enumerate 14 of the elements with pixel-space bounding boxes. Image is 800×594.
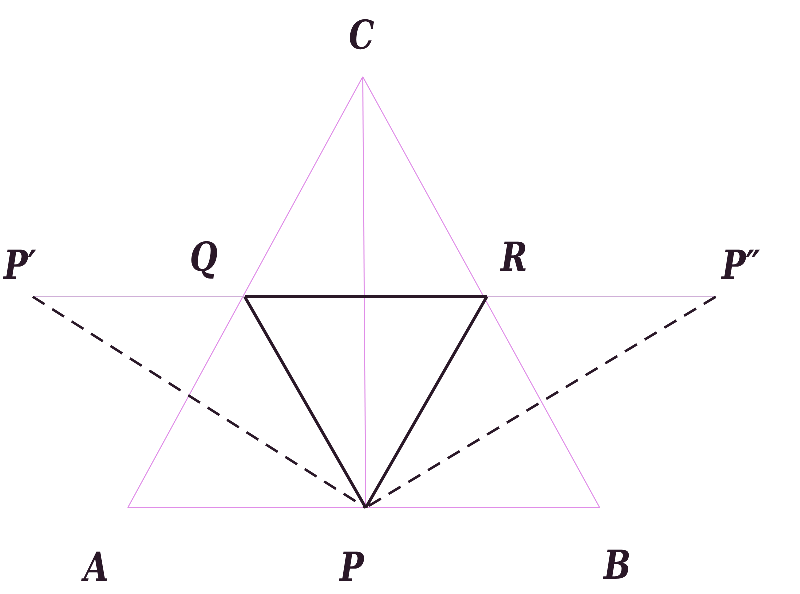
line-segment: [364, 296, 488, 509]
line-segment: [245, 296, 487, 298]
point-label: P: [340, 546, 364, 590]
point-label: P′: [4, 244, 36, 288]
point-label: B: [604, 544, 632, 588]
point-label: Q: [190, 236, 218, 280]
line-segment: [362, 76, 600, 508]
line-segment: [128, 76, 364, 508]
point-label: P″: [722, 244, 760, 288]
dashed-line: [32, 296, 367, 510]
line-segment: [244, 296, 368, 509]
point-label: R: [501, 236, 528, 280]
point-label: C: [349, 14, 374, 58]
point-label: A: [84, 546, 109, 590]
